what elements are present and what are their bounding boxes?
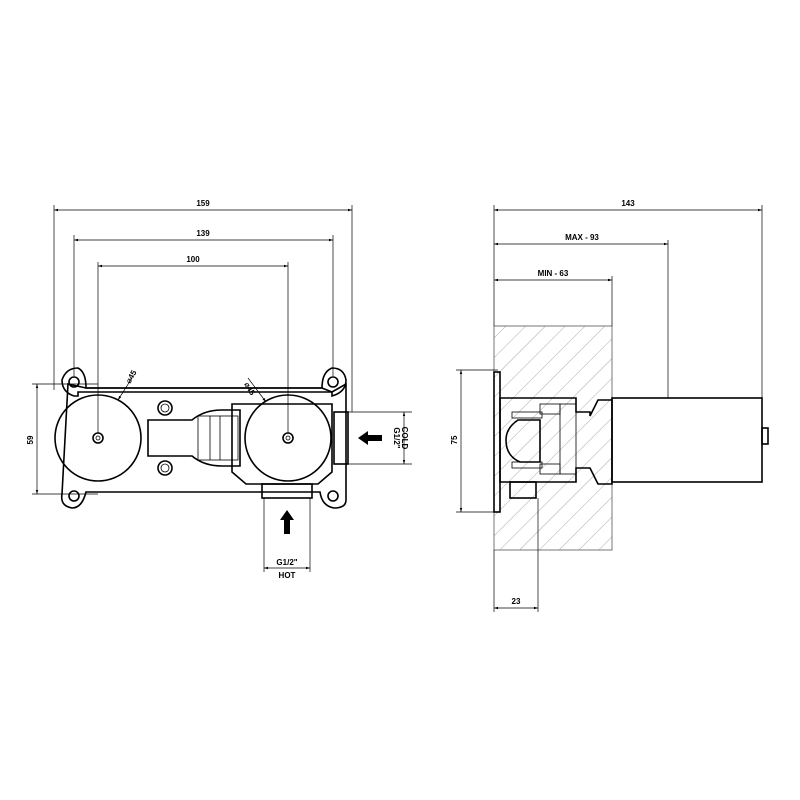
dim-height-side: 75: [450, 435, 459, 444]
dim-total: 143: [621, 199, 635, 208]
dia-left: ⌀45: [124, 368, 139, 385]
cold-inlet-arrow-icon: [358, 431, 382, 445]
hot-label: HOT: [279, 571, 296, 580]
valve-body: [147, 409, 241, 467]
dim-depth: 23: [512, 597, 521, 606]
cold-label: COLD: [400, 427, 409, 450]
mounting-plate: [61, 367, 347, 398]
boss-top-icon: [157, 400, 173, 416]
hot-inlet-stub: [261, 483, 313, 499]
fixing-hole-bottom-left: [68, 490, 80, 502]
handle-tip: [761, 427, 769, 445]
dim-fixing-holes: 139: [196, 229, 210, 238]
hot-inlet-arrow-icon: [280, 510, 294, 534]
cold-size: G1/2": [392, 427, 401, 448]
hot-size: G1/2": [276, 558, 297, 567]
fixing-hole-bottom-right: [327, 490, 339, 502]
dim-min: MIN - 63: [538, 269, 569, 278]
side-view: 143 MAX - 93 MIN - 63 23 75: [450, 199, 769, 612]
right-valve-housing: [231, 403, 333, 485]
boss-bottom-icon: [157, 460, 173, 476]
fixing-hole-top-right: [327, 376, 339, 388]
right-valve-center: [282, 432, 294, 444]
front-view: 159 139 100 59 ⌀45 ⌀45 G1/2" COLD G1/2" …: [26, 199, 412, 580]
dim-axis-distance: 100: [186, 255, 200, 264]
left-valve-center: [92, 432, 104, 444]
dim-overall-width: 159: [196, 199, 210, 208]
dim-max: MAX - 93: [565, 233, 599, 242]
fixing-hole-top-left: [68, 376, 80, 388]
left-valve-pin: [95, 435, 101, 441]
dim-height-front: 59: [26, 435, 35, 444]
wall-section: [493, 325, 613, 551]
valve-body-inner: [197, 415, 239, 461]
cold-inlet-stub: [333, 411, 349, 465]
mounting-plate-body: [60, 382, 347, 509]
handle-cylinder: [611, 397, 763, 483]
dia-right: ⌀45: [242, 381, 257, 398]
